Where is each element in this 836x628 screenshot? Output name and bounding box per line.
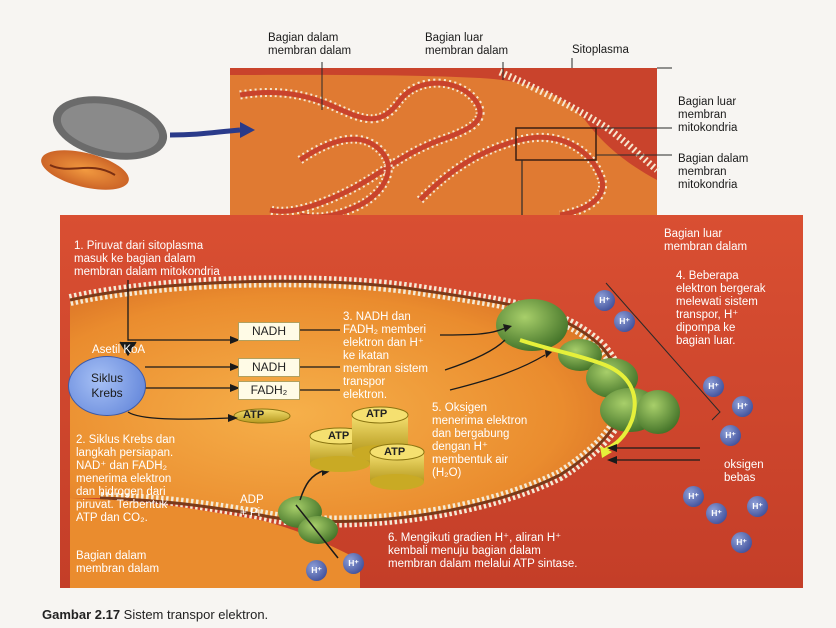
step-5-text: 5. Oksigen menerima elektron dan bergabu… bbox=[432, 402, 527, 480]
step-3-text: 3. NADH dan FADH₂ memberi elektron dan H… bbox=[343, 311, 428, 402]
hplus-ion: H⁺ bbox=[703, 376, 724, 397]
atp-label-4: ATP bbox=[384, 446, 405, 458]
figure-caption: Gambar 2.17 Sistem transpor elektron. bbox=[42, 607, 268, 622]
label-inner-of-inner-membrane: Bagian dalam membran dalam bbox=[268, 32, 351, 58]
label-asetil-koa: Asetil KoA bbox=[92, 344, 145, 357]
step-6-text: 6. Mengikuti gradien H⁺, aliran H⁺ kemba… bbox=[388, 532, 577, 571]
hplus-ion: H⁺ bbox=[614, 311, 635, 332]
label-bottom-inner-membrane: Bagian dalam membran dalam bbox=[76, 550, 159, 576]
hplus-ion: H⁺ bbox=[306, 560, 327, 581]
nadh-box-1: NADH bbox=[238, 322, 300, 341]
label-outer-of-outer-membrane: Bagian luar membran mitokondria bbox=[678, 96, 737, 135]
atp-label-1: ATP bbox=[243, 409, 264, 421]
hplus-ion: H⁺ bbox=[747, 496, 768, 517]
atp-label-2: ATP bbox=[328, 430, 349, 442]
fadh2-box: FADH₂ bbox=[238, 381, 300, 400]
siklus-krebs-circle: Siklus Krebs bbox=[68, 356, 146, 416]
hplus-ion: H⁺ bbox=[731, 532, 752, 553]
atp-label-3: ATP bbox=[366, 408, 387, 420]
step-4-text: 4. Beberapa elektron bergerak melewati s… bbox=[676, 270, 766, 348]
caption-number: Gambar 2.17 bbox=[42, 607, 120, 622]
label-outer-of-inner-membrane: Bagian luar membran dalam bbox=[425, 32, 508, 58]
hplus-ion: H⁺ bbox=[720, 425, 741, 446]
caption-text: Sistem transpor elektron. bbox=[120, 607, 268, 622]
nadh-box-2: NADH bbox=[238, 358, 300, 377]
step-2-text: 2. Siklus Krebs dan langkah persiapan. N… bbox=[76, 434, 175, 525]
label-adp-pi: ADP + Pi bbox=[240, 494, 264, 520]
hplus-ion: H⁺ bbox=[732, 396, 753, 417]
hplus-ion: H⁺ bbox=[706, 503, 727, 524]
zoom-box-membrane bbox=[230, 58, 672, 228]
hplus-ion: H⁺ bbox=[343, 553, 364, 574]
label-inner-of-outer-membrane: Bagian dalam membran mitokondria bbox=[678, 153, 748, 192]
step-1-text: 1. Piruvat dari sitoplasma masuk ke bagi… bbox=[74, 240, 220, 279]
hplus-ion: H⁺ bbox=[594, 290, 615, 311]
hplus-ion: H⁺ bbox=[683, 486, 704, 507]
label-cytoplasm: Sitoplasma bbox=[572, 44, 629, 57]
label-oxygen: oksigen bebas bbox=[724, 459, 764, 485]
label-right-outer-inner-membrane: Bagian luar membran dalam bbox=[664, 228, 747, 254]
